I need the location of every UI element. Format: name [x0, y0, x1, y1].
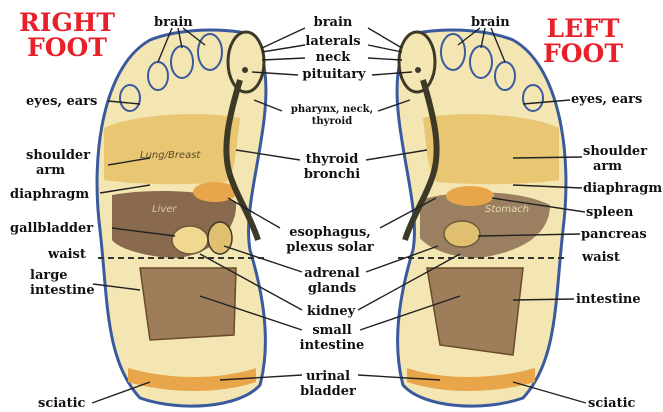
right-foot-illustration [97, 30, 266, 406]
label-brain-center: brain [300, 15, 366, 30]
left-toe-3 [470, 46, 492, 78]
label-spleen: spleen [586, 205, 633, 220]
label-large: large [30, 268, 95, 283]
label-intestine-small: intestine [296, 338, 368, 353]
right-toe-3 [171, 46, 193, 78]
right-foot-title: RIGHT FOOT [8, 10, 126, 60]
label-thyroid-bronchi: thyroid bronchi [296, 152, 368, 182]
label-shoulder-right: shoulder [26, 148, 90, 163]
label-small-intestine: small intestine [296, 323, 368, 353]
right-foot-title-line2: FOOT [8, 35, 126, 60]
label-neck: neck [300, 50, 366, 65]
left-lung-zone [423, 114, 559, 184]
label-eyes-ears-right: eyes, ears [26, 94, 97, 109]
left-toe-4 [495, 62, 515, 90]
left-foot-title-line2: FOOT [530, 41, 636, 66]
label-intestine: intestine [576, 292, 641, 307]
zone-label-lung-breast: Lung/Breast [140, 150, 201, 161]
label-diaphragm-left: diaphragm [583, 181, 662, 196]
label-esophagus: esophagus, [278, 225, 382, 240]
label-bladder: bladder [296, 384, 360, 399]
left-foot-illustration [397, 30, 566, 406]
label-pharynx-neck: pharynx, neck, [282, 104, 382, 116]
right-intestine-zone [140, 268, 236, 340]
left-foot-title: LEFT FOOT [530, 16, 636, 66]
label-large-intestine: large intestine [30, 268, 95, 298]
label-thyroid-small: thyroid [282, 116, 382, 128]
label-adrenal: adrenal [298, 266, 366, 281]
label-shoulder-left: shoulder [583, 144, 647, 159]
label-pituitary: pituitary [296, 67, 372, 82]
zone-label-liver: Liver [152, 204, 177, 215]
label-glands: glands [298, 281, 366, 296]
label-pancreas: pancreas [581, 227, 647, 242]
left-toe-big [399, 32, 435, 92]
zone-label-stomach: Stomach [485, 204, 529, 215]
left-pituitary-dot [415, 67, 421, 73]
label-small: small [296, 323, 368, 338]
label-laterals: laterals [300, 34, 366, 49]
label-waist-left: waist [582, 250, 620, 265]
label-urinal-bladder: urinal bladder [296, 369, 360, 399]
label-waist-right: waist [48, 247, 86, 262]
label-arm-left: arm [583, 159, 647, 174]
left-intestine-zone [427, 268, 523, 355]
label-arm-right: arm [26, 163, 90, 178]
right-gallbladder-zone [172, 226, 208, 254]
right-toe-2 [198, 34, 222, 70]
right-toe-4 [148, 62, 168, 90]
left-toe-2 [441, 34, 465, 70]
label-diaphragm-right: diaphragm [10, 187, 89, 202]
left-toe-5 [523, 85, 543, 111]
label-plexus-solar: plexus solar [278, 240, 382, 255]
label-thyroid: thyroid [296, 152, 368, 167]
right-toe-5 [120, 85, 140, 111]
label-esophagus-plexus: esophagus, plexus solar [278, 225, 382, 255]
label-pharynx-neck-thyroid: pharynx, neck, thyroid [282, 104, 382, 128]
label-shoulder-arm-right: shoulder arm [26, 148, 90, 178]
label-kidney: kidney [300, 304, 362, 319]
label-gallbladder: gallbladder [10, 221, 93, 236]
label-eyes-ears-left: eyes, ears [571, 92, 642, 107]
label-sciatic-right: sciatic [38, 396, 85, 411]
label-bronchi: bronchi [296, 167, 368, 182]
label-intestine-large: intestine [30, 283, 95, 298]
label-sciatic-left: sciatic [588, 396, 635, 411]
right-adrenal-zone [208, 222, 232, 254]
label-urinal: urinal [296, 369, 360, 384]
label-adrenal-glands: adrenal glands [298, 266, 366, 296]
label-brain-right: brain [154, 15, 193, 30]
right-pituitary-dot [242, 67, 248, 73]
label-shoulder-arm-left: shoulder arm [583, 144, 647, 174]
label-brain-left: brain [471, 15, 510, 30]
left-spleen-zone [446, 186, 494, 206]
left-foot-title-line1: LEFT [530, 16, 636, 41]
right-foot-title-line1: RIGHT [8, 10, 126, 35]
left-pancreas-zone [444, 221, 480, 247]
right-toe-big [228, 32, 264, 92]
